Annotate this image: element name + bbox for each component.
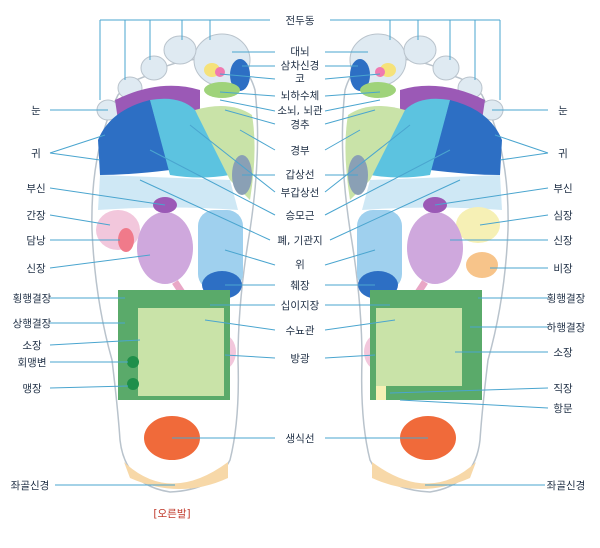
label-ureter: 수뇨관 [286, 325, 315, 337]
right-label-rectum: 직장 [553, 383, 573, 395]
right-bigtoe-blue [350, 59, 370, 91]
label-pituitary: 뇌하수체 [281, 89, 320, 102]
left-cyan-band [150, 98, 230, 178]
right-label-small-intestine: 소장 [553, 347, 573, 359]
label-trigeminal: 삼차신경 [281, 59, 320, 72]
label-duodenum: 십이지장 [281, 300, 320, 312]
left-label-adrenal: 부신 [26, 183, 45, 195]
left-label-eye: 눈 [31, 105, 41, 117]
right-label-sciatic: 좌골신경 [547, 479, 586, 492]
right-toe-2 [403, 35, 437, 65]
center-label-column: 전두동 대뇌 삼차신경 코 뇌하수체 소뇌, 뇌관 경추 경부 갑상선 부갑상선… [277, 15, 323, 445]
left-ileocecal-dot2 [127, 378, 139, 390]
right-label-spleen: 비장 [553, 263, 573, 275]
right-cyan-band [370, 98, 450, 178]
foot-caption: [오른발] [153, 508, 190, 520]
left-toe-2 [163, 35, 197, 65]
left-label-ileocecal-valve: 회맹변 [18, 357, 47, 369]
right-stomach [357, 210, 402, 290]
label-frontal-sinus: 전두동 [286, 15, 315, 27]
left-kidney [137, 212, 193, 284]
left-label-kidney: 신장 [26, 263, 46, 275]
label-thyroid: 갑상선 [286, 169, 315, 181]
label-gonad: 생식선 [286, 433, 315, 445]
right-blue-band [430, 100, 502, 175]
label-cervical: 경추 [290, 118, 310, 131]
left-gallbladder [118, 228, 134, 252]
right-heel [372, 462, 476, 489]
label-cerebellum: 소뇌, 뇌관 [277, 105, 323, 117]
right-foot-left-panel [91, 33, 259, 493]
label-neck: 경부 [290, 144, 310, 157]
left-blue-band [98, 100, 170, 175]
right-spleen [466, 252, 498, 278]
right-bigtoe-dot [375, 67, 385, 77]
right-label-transverse-colon: 횡행결장 [547, 292, 586, 305]
right-toe-3 [432, 55, 460, 81]
right-label-descending-colon: 하행결장 [547, 321, 586, 334]
label-cerebrum: 대뇌 [290, 46, 309, 58]
right-kidney [407, 212, 463, 284]
left-label-ear: 귀 [31, 148, 41, 160]
left-label-ascending-colon: 상행결장 [13, 318, 52, 330]
left-label-small-intestine: 소장 [22, 340, 42, 352]
left-label-sciatic: 좌골신경 [11, 479, 50, 492]
right-label-adrenal: 부신 [553, 183, 572, 195]
left-toe-3 [140, 55, 168, 81]
leader-lines [49, 19, 549, 486]
right-label-column: 눈 귀 부신 심장 신장 비장 횡행결장 하행결장 소장 직장 항문 좌골신경 [547, 105, 586, 492]
left-small-intestine [138, 308, 224, 396]
label-lungs: 폐, 기관지 [277, 235, 322, 247]
right-rectum [376, 386, 386, 400]
right-heart [456, 207, 500, 243]
label-pancreas: 췌장 [290, 280, 310, 292]
left-label-cecum: 맹장 [22, 383, 42, 395]
right-small-intestine [376, 308, 462, 386]
label-nose: 코 [295, 73, 305, 85]
left-label-liver: 간장 [26, 210, 46, 222]
label-stomach: 위 [295, 258, 305, 271]
left-stomach [198, 210, 243, 290]
right-label-kidney: 신장 [553, 235, 573, 247]
left-bigtoe-dot [215, 67, 225, 77]
left-bigtoe-blue [230, 59, 250, 91]
left-heel [124, 462, 228, 489]
left-label-transverse-colon: 횡행결장 [13, 292, 52, 305]
right-bigtoe-green [360, 82, 396, 98]
left-foot-right-panel [341, 33, 509, 493]
left-bigtoe-green [204, 82, 240, 98]
label-parathyroid: 부갑상선 [281, 187, 320, 199]
label-bladder: 방광 [290, 353, 310, 365]
left-ileocecal-dot1 [127, 356, 139, 368]
right-label-heart: 심장 [553, 210, 573, 222]
right-label-ear: 귀 [558, 148, 568, 160]
right-label-eye: 눈 [558, 105, 568, 117]
left-label-gallbladder: 담낭 [26, 235, 46, 247]
left-label-column: 눈 귀 부신 간장 담낭 신장 횡행결장 상행결장 소장 회맹변 맹장 좌골신경 [11, 105, 52, 492]
label-trapezius: 승모근 [286, 210, 315, 222]
right-label-anus: 항문 [553, 403, 573, 415]
